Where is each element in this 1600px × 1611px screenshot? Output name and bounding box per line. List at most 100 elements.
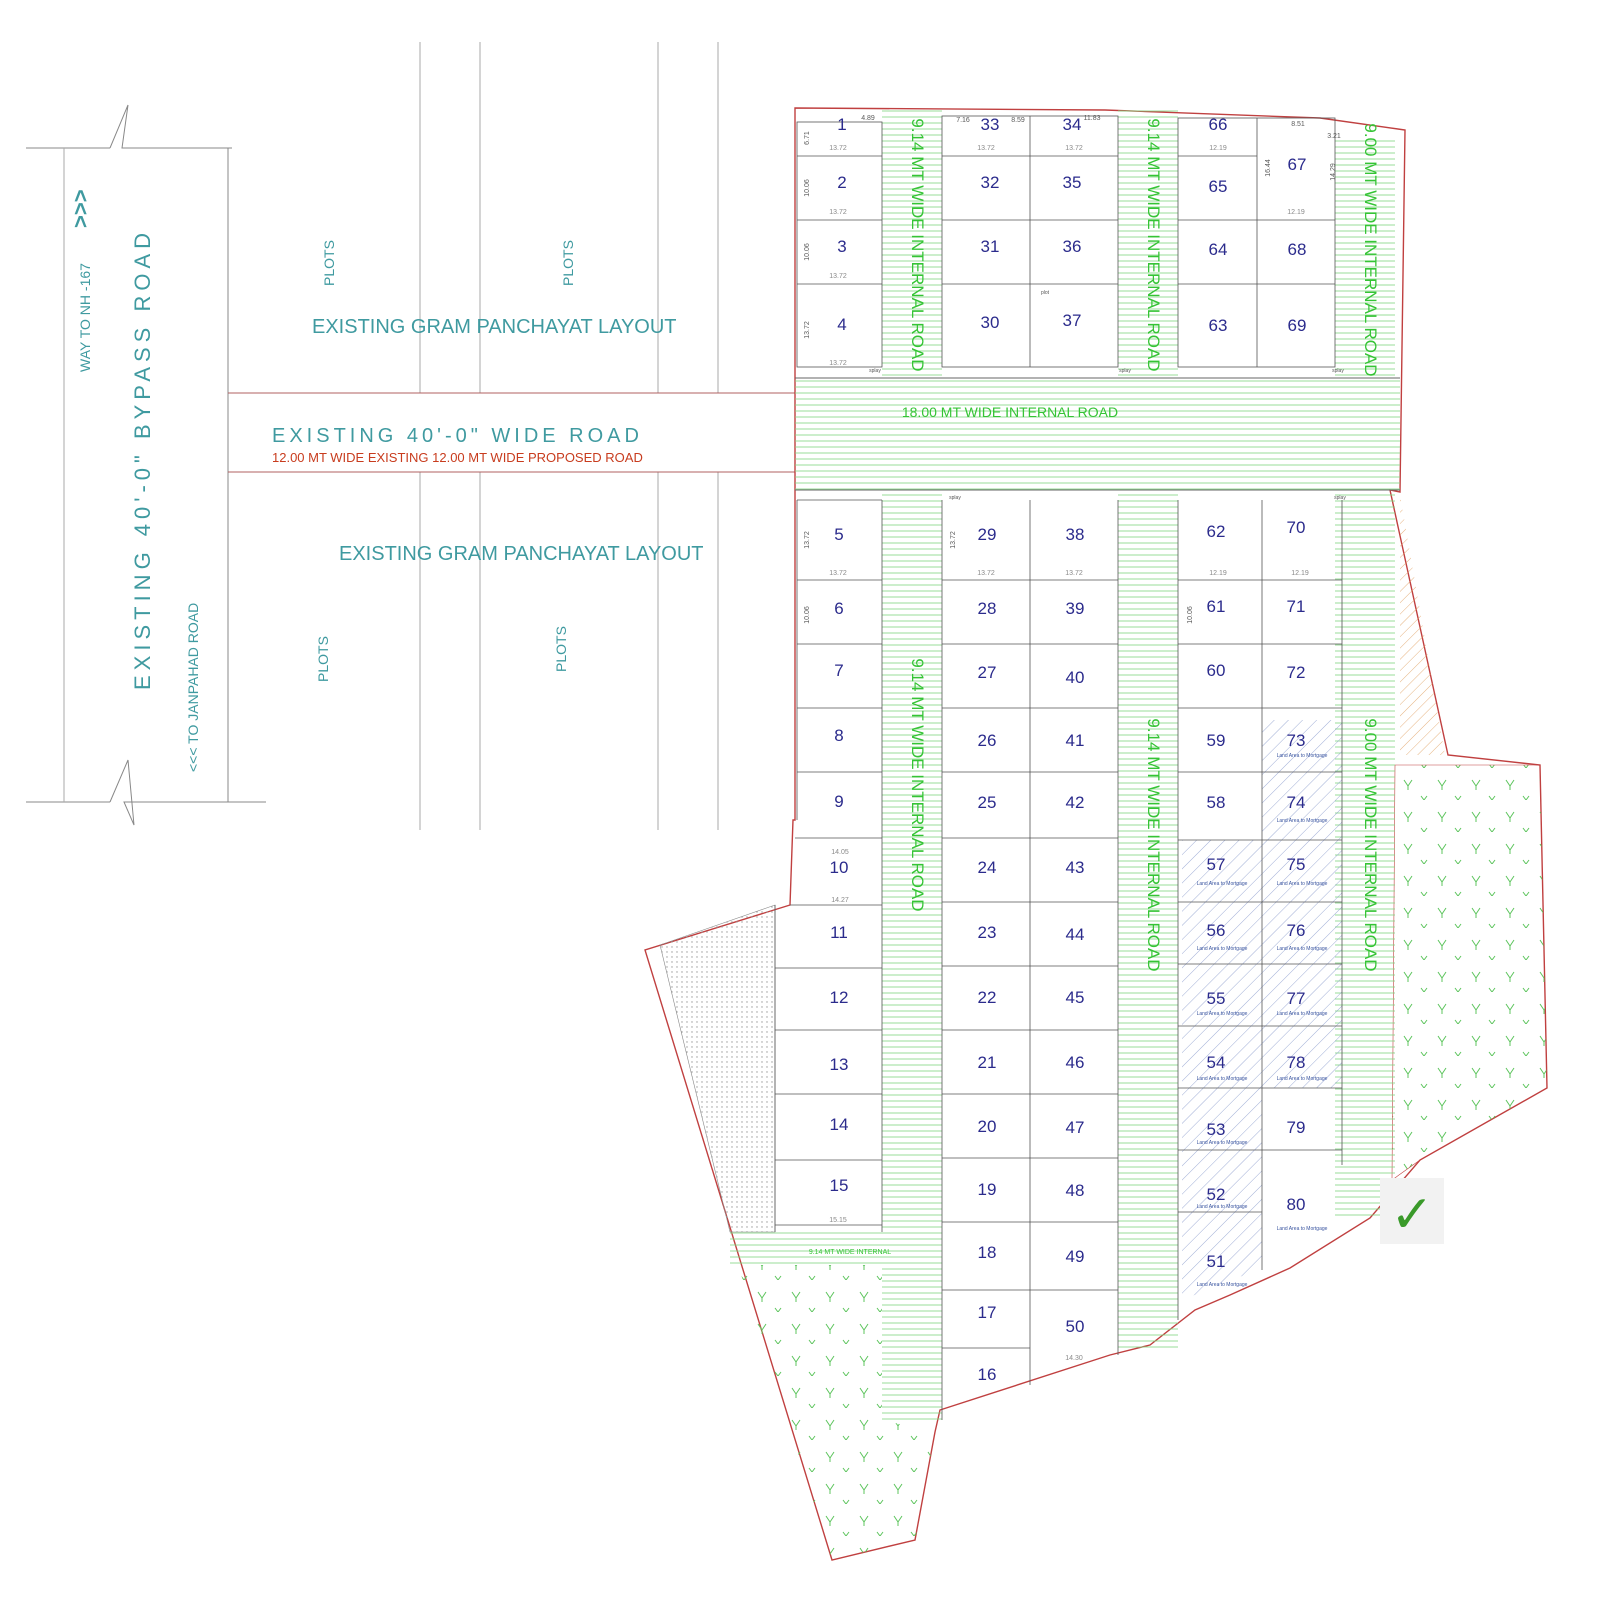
- gram-layout-top-label: EXISTING GRAM PANCHAYAT LAYOUT: [312, 316, 677, 338]
- dim-w-11: 13.72: [1065, 570, 1083, 577]
- plot-number-65: 65: [1209, 177, 1228, 196]
- dim-h-2: 10.06: [804, 179, 811, 197]
- top-road-2-label: 9.14 MT WIDE INTERNAL ROAD: [1144, 118, 1163, 371]
- plot-number-78: 78: [1287, 1053, 1306, 1072]
- dim-w-6: 13.72: [1065, 145, 1083, 152]
- plot-number-52: 52: [1207, 1185, 1226, 1204]
- plot-number-79: 79: [1287, 1118, 1306, 1137]
- plot-number-47: 47: [1066, 1118, 1085, 1137]
- mortgage-label-52: Land Area to Mortgage: [1197, 1204, 1248, 1210]
- dim-top-3: 8.59: [1011, 117, 1025, 124]
- main-road: [795, 378, 1400, 490]
- plot-numbers: 1234333231303435363766656463676869567891…: [830, 115, 1307, 1384]
- plot-number-76: 76: [1287, 921, 1306, 940]
- plot-number-66: 66: [1209, 115, 1228, 134]
- plot-number-43: 43: [1066, 858, 1085, 877]
- plot-number-10: 10: [830, 858, 849, 877]
- mortgage-label-54: Land Area to Mortgage: [1197, 1076, 1248, 1082]
- way-to-nh-label: WAY TO NH -167: [77, 263, 93, 372]
- plot-number-26: 26: [978, 731, 997, 750]
- plot-number-3: 3: [837, 237, 846, 256]
- small-road-label: 9.14 MT WIDE INTERNAL: [809, 1249, 891, 1256]
- plot-number-72: 72: [1287, 663, 1306, 682]
- mortgage-label-73: Land Area to Mortgage: [1277, 753, 1328, 759]
- orange-hatch-area: [1400, 495, 1445, 755]
- dotted-area: [659, 904, 776, 1233]
- dim-h-6: 14.29: [1330, 163, 1337, 181]
- plot-number-32: 32: [981, 173, 1000, 192]
- plots-label-2: PLOTS: [560, 240, 576, 286]
- plot-number-1: 1: [837, 115, 846, 134]
- dim-w-20: 15.15: [829, 1217, 847, 1224]
- plot-number-67: 67: [1288, 155, 1307, 174]
- plot-grid: [774, 115, 1343, 1420]
- mortgage-label-80: Land Area to Mortgage: [1277, 1226, 1328, 1232]
- plot-number-18: 18: [978, 1243, 997, 1262]
- dim-w-4: 13.72: [829, 360, 847, 367]
- dim-w-12: 12.19: [1209, 570, 1227, 577]
- bottom-road-1: [882, 490, 942, 1420]
- dim-h-3: 10.06: [804, 243, 811, 261]
- plot-number-56: 56: [1207, 921, 1226, 940]
- dim-h-9: 10.06: [804, 606, 811, 624]
- dim-top-4: 11.83: [1084, 115, 1101, 122]
- plot-number-24: 24: [978, 858, 997, 877]
- open-space-east: [1391, 764, 1548, 1181]
- plot-number-21: 21: [978, 1053, 997, 1072]
- dim-h-7: 13.72: [804, 531, 811, 549]
- dim-top-5: 8.51: [1291, 121, 1305, 128]
- mortgage-label-76: Land Area to Mortgage: [1277, 946, 1328, 952]
- bottom-road-2: [1118, 490, 1178, 1350]
- plots-label-1: PLOTS: [321, 240, 337, 286]
- plot-number-34: 34: [1063, 115, 1082, 134]
- dim-w-21: 14.30: [1065, 1355, 1083, 1362]
- plot-number-69: 69: [1288, 316, 1307, 335]
- check-mark-box: [1380, 1178, 1444, 1244]
- gram-layout-bottom-label: EXISTING GRAM PANCHAYAT LAYOUT: [339, 543, 704, 565]
- dim-w-2: 13.72: [829, 209, 847, 216]
- mortgage-label-53: Land Area to Mortgage: [1197, 1140, 1248, 1146]
- dim-h-5: 16.44: [1265, 159, 1272, 177]
- dim-w-13: 12.19: [1291, 570, 1309, 577]
- top-road-3-label: 9.00 MT WIDE INTERNAL ROAD: [1361, 123, 1380, 376]
- plot-number-36: 36: [1063, 237, 1082, 256]
- plot-number-80: 80: [1287, 1195, 1306, 1214]
- plot-number-29: 29: [978, 525, 997, 544]
- dimension-labels: 13.72 13.72 13.72 13.72 13.72 13.72 12.1…: [804, 115, 1341, 1362]
- dim-h-10: 10.06: [1187, 606, 1194, 624]
- plot-number-28: 28: [978, 599, 997, 618]
- splay-label-4: splay: [949, 495, 961, 501]
- bottom-road-1-label: 9.14 MT WIDE INTERNAL ROAD: [908, 658, 927, 911]
- way-arrows-icon: >>>: [68, 189, 93, 228]
- dim-h-1: 6.71: [804, 131, 811, 145]
- plot-number-54: 54: [1207, 1053, 1226, 1072]
- plot-number-44: 44: [1066, 925, 1085, 944]
- plot-number-22: 22: [978, 988, 997, 1007]
- dim-top-1: 4.89: [861, 115, 875, 122]
- plot-number-2: 2: [837, 173, 846, 192]
- plot-number-16: 16: [978, 1365, 997, 1384]
- plot-number-59: 59: [1207, 731, 1226, 750]
- plot-number-9: 9: [834, 792, 843, 811]
- plot-number-30: 30: [981, 313, 1000, 332]
- plots-label-3: PLOTS: [315, 636, 331, 682]
- dim-w-9: 13.72: [829, 570, 847, 577]
- plot-number-23: 23: [978, 923, 997, 942]
- plot-number-14: 14: [830, 1115, 849, 1134]
- dim-h-4: 13.72: [804, 321, 811, 339]
- plot-number-4: 4: [837, 315, 846, 334]
- top-road-3: [1335, 140, 1395, 378]
- existing-road-label: EXISTING 40'-0" WIDE ROAD: [272, 425, 643, 447]
- top-road-1-label: 9.14 MT WIDE INTERNAL ROAD: [908, 118, 927, 371]
- plot-number-40: 40: [1066, 668, 1085, 687]
- top-road-2: [1118, 110, 1178, 378]
- plot-number-20: 20: [978, 1117, 997, 1136]
- check-mark-icon: ✓: [1390, 1185, 1434, 1245]
- plot-number-12: 12: [830, 988, 849, 1007]
- plot-number-38: 38: [1066, 525, 1085, 544]
- bypass-road-label: EXISTING 40'-0" BYPASS ROAD: [130, 228, 155, 690]
- plot-number-77: 77: [1287, 989, 1306, 1008]
- plot-number-42: 42: [1066, 793, 1085, 812]
- plot-number-61: 61: [1207, 597, 1226, 616]
